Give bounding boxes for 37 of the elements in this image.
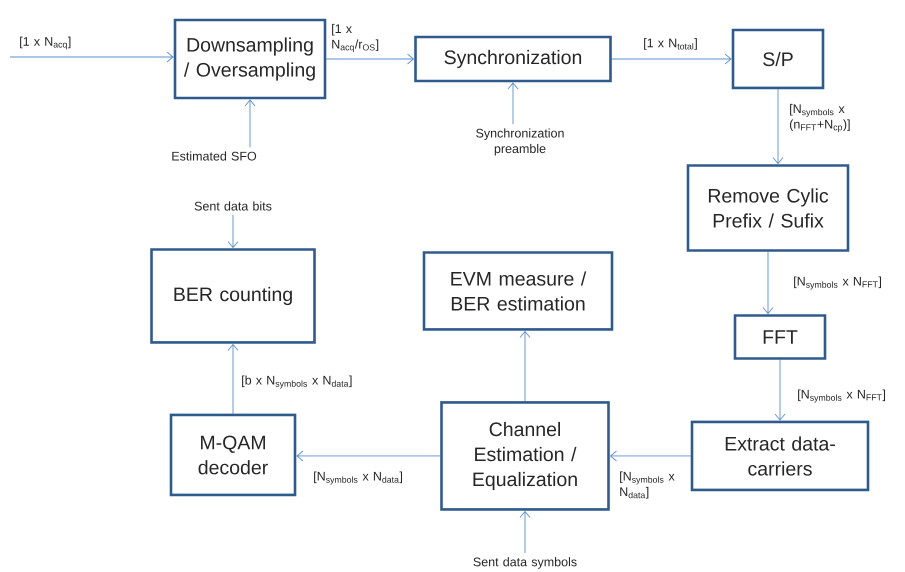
edge-label: [N$_{symbols}$ x N$_{FFT}$] <box>798 389 886 403</box>
edge-label: [1 x N$_{acq}$] <box>20 36 70 50</box>
process-box: FFT <box>734 314 826 360</box>
process-box: EVM measure / BER estimation <box>422 251 614 331</box>
arrow <box>772 88 784 164</box>
process-box: S/P <box>732 28 824 90</box>
input-label: Estimated SFO <box>172 151 256 161</box>
arrow <box>611 54 732 64</box>
arrow <box>244 99 256 148</box>
input-label: Sent data symbols <box>473 557 577 569</box>
process-box: Channel Estimation / Equalization <box>440 401 610 511</box>
process-box: BER counting <box>150 248 316 344</box>
arrow <box>326 54 414 64</box>
process-box: M-QAM decoder <box>170 414 296 496</box>
edge-label: [N$_{symbols}$ x N$_{data}$] <box>314 471 402 485</box>
arrow <box>228 344 238 414</box>
arrow <box>762 251 774 314</box>
arrow <box>296 450 441 462</box>
edge-label: [N$_{symbols}$ x N$_{FFT}$] <box>794 276 882 290</box>
process-box: Extract data-carriers <box>690 420 870 492</box>
process-box: Downsampling / Oversampling <box>174 18 326 100</box>
arrow <box>508 82 518 125</box>
arrow <box>520 510 530 554</box>
edge-label: [1 x N$_{acq}$/r$_{OS}$] <box>332 24 378 52</box>
edge-label: [N$_{symbols}$ x N$_{data}$] <box>620 471 675 499</box>
arrow <box>520 330 530 402</box>
arrow <box>10 52 174 62</box>
edge-label: [1 x N$_{total}$] <box>644 38 697 50</box>
input-label: Synchronization preamble <box>476 128 564 156</box>
edge-label: [b x N$_{symbols}$ x N$_{data}$] <box>242 375 352 389</box>
arrow <box>610 450 692 462</box>
arrow <box>228 214 238 248</box>
input-label: Sent data bits <box>194 201 272 211</box>
edge-label: [N$_{symbols}$ x (n$_{FFT}$+N$_{cp}$)] <box>790 104 850 132</box>
arrow <box>774 359 786 421</box>
process-box: Remove Cylic Prefix / Sufix <box>686 164 850 252</box>
process-box: Synchronization <box>414 36 612 82</box>
